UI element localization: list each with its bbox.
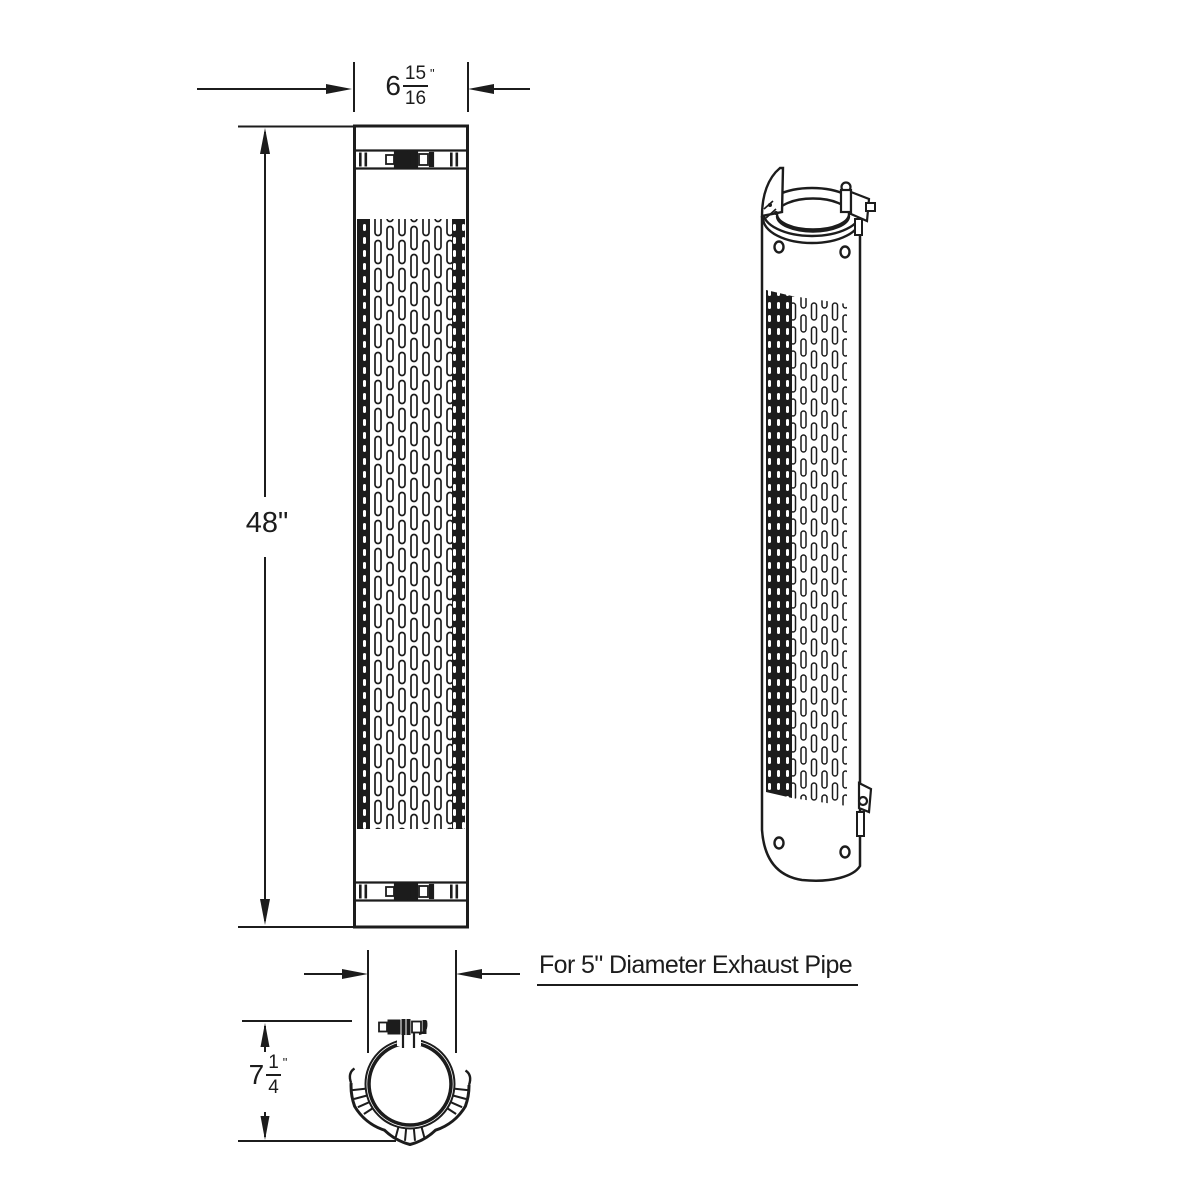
clamp-bolt-top bbox=[384, 150, 435, 169]
front-clamp-band-top bbox=[354, 149, 468, 170]
clamp-whole: 7 bbox=[248, 1059, 265, 1091]
arrowhead-down bbox=[260, 899, 270, 925]
clamp-ring-outer bbox=[364, 1038, 456, 1130]
height-dimension-label: 48" bbox=[245, 507, 289, 539]
rivet-holes bbox=[773, 240, 851, 859]
inch-mark: " bbox=[282, 1055, 288, 1070]
standoff-hatch-right bbox=[446, 1087, 469, 1115]
inch-mark: " bbox=[430, 66, 435, 81]
width-dimension bbox=[197, 62, 530, 112]
band-end-hatch bbox=[763, 200, 778, 219]
perspective-view bbox=[760, 166, 876, 882]
width-dimension-label: 6 15 16 " bbox=[368, 63, 452, 109]
shield-arc bbox=[349, 1082, 471, 1147]
perspective-body bbox=[760, 216, 862, 882]
arrowhead-left bbox=[468, 84, 494, 94]
flange-fin bbox=[760, 166, 785, 218]
perspective-bolt-bottom bbox=[856, 781, 873, 837]
arrowhead-up bbox=[260, 1023, 270, 1047]
arrowhead-right bbox=[342, 969, 368, 979]
clamp-height-dimension bbox=[238, 1020, 396, 1142]
section-clamp-bolt bbox=[378, 1018, 427, 1036]
height-dimension bbox=[238, 125, 468, 928]
arrowhead-up bbox=[260, 128, 270, 154]
standoff-hatch-bottom bbox=[394, 1126, 426, 1141]
clamp-dimension-label: 7 1 4 " bbox=[236, 1052, 300, 1098]
width-whole: 6 bbox=[385, 70, 401, 102]
pipe-size-note: For 5" Diameter Exhaust Pipe bbox=[537, 951, 859, 986]
clamp-fraction: 1 4 bbox=[266, 1052, 281, 1098]
width-fraction: 15 16 bbox=[402, 63, 429, 109]
arrowhead-right bbox=[326, 84, 352, 94]
pipe-dimension bbox=[304, 950, 520, 1053]
standoff-hatch-left bbox=[351, 1087, 374, 1115]
clamp-bolt-bottom bbox=[384, 882, 435, 901]
front-clamp-band-bottom bbox=[354, 881, 468, 902]
perspective-perforation bbox=[766, 290, 847, 806]
perspective-bolt-top bbox=[839, 181, 876, 236]
section-view bbox=[348, 1018, 472, 1147]
arrowhead-left bbox=[456, 969, 482, 979]
front-view bbox=[353, 124, 469, 929]
arrowhead-down bbox=[260, 1116, 270, 1140]
front-perforation-panel bbox=[357, 219, 465, 829]
